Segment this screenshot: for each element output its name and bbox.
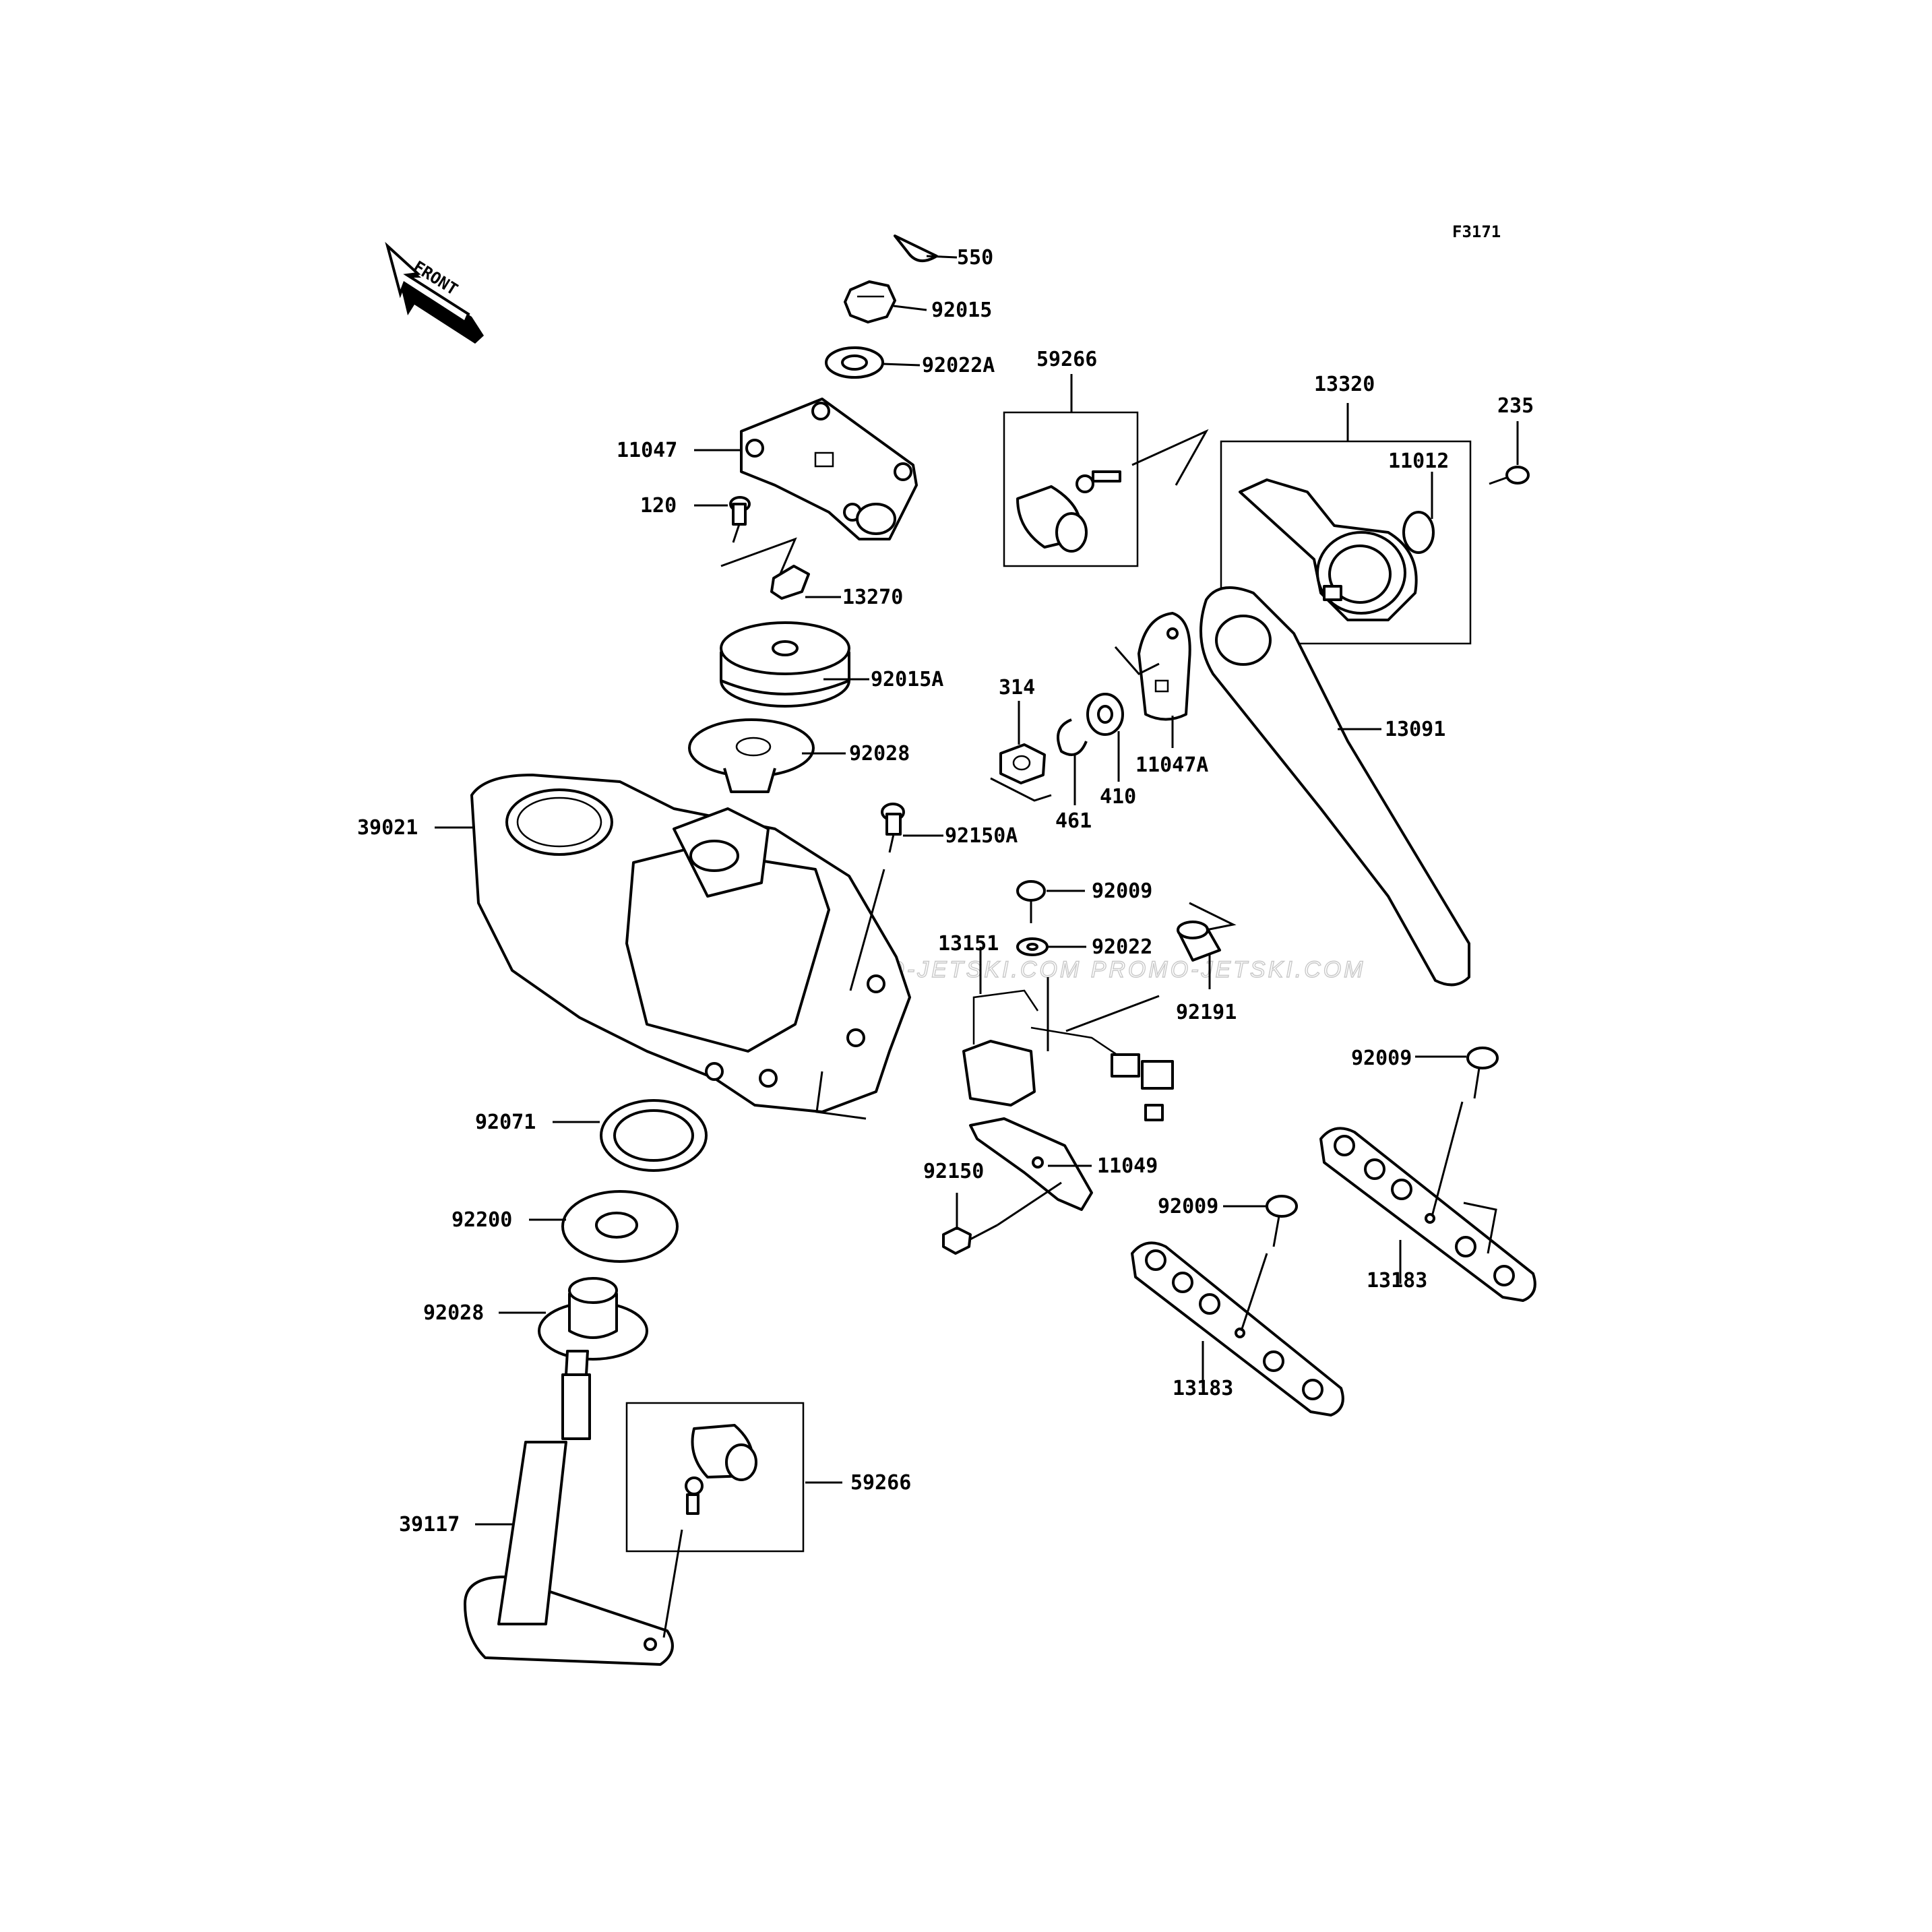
callout-235: 235 [1497, 394, 1534, 418]
bolt-92009-left [1223, 1195, 1298, 1332]
callout-11047a: 11047A [1135, 753, 1208, 777]
callout-59266-lower: 59266 [850, 1471, 911, 1495]
ball-joint-kit-59266-lower [625, 1402, 842, 1638]
callout-13151: 13151 [938, 932, 999, 956]
callout-13270: 13270 [842, 586, 903, 609]
cotter-pin-550 [894, 235, 958, 262]
steering-cable-assembly-13320 [1220, 403, 1472, 645]
bolt-120 [694, 496, 797, 587]
callout-39117: 39117 [399, 1513, 460, 1536]
callout-11012: 11012 [1388, 449, 1449, 473]
callout-92009-left: 92009 [1158, 1195, 1218, 1218]
callout-13320: 13320 [1314, 373, 1375, 396]
ball-joint-kit-59266-upper [1003, 374, 1209, 567]
figure-code: F3171 [1452, 222, 1501, 241]
front-direction-arrow: FRONT [385, 241, 484, 344]
clip-13270 [770, 565, 841, 600]
steering-housing-39021 [435, 774, 911, 1120]
steering-shaft-39117 [464, 1350, 674, 1666]
callout-13183-left: 13183 [1173, 1377, 1233, 1400]
callout-92191: 92191 [1176, 1001, 1237, 1024]
bushing-92028-lower [499, 1277, 648, 1361]
callout-13091: 13091 [1385, 718, 1445, 741]
callout-410: 410 [1100, 785, 1136, 809]
callout-92071: 92071 [475, 1111, 536, 1134]
bolt-92150a [849, 803, 943, 991]
steering-lever-13091 [1199, 586, 1470, 987]
bolt-92150 [942, 1181, 1062, 1255]
callout-92015: 92015 [931, 299, 992, 322]
washer-92022 [1016, 937, 1086, 956]
bolt-235 [1489, 421, 1530, 485]
plate-11047a [1114, 612, 1191, 748]
link-13183-left [1131, 1241, 1344, 1416]
washer-92022a [825, 346, 921, 379]
callout-92200: 92200 [451, 1208, 512, 1232]
washer-92200 [529, 1190, 679, 1263]
nut-314 [990, 701, 1052, 802]
callout-92022: 92022 [1092, 935, 1152, 959]
callout-92009-right: 92009 [1351, 1047, 1412, 1070]
bracket-11047 [694, 398, 918, 540]
bolt-92009-right [1415, 1047, 1499, 1217]
callout-92028-upper: 92028 [849, 742, 910, 766]
callout-13183-right: 13183 [1367, 1269, 1427, 1292]
callout-314: 314 [999, 676, 1035, 699]
damper-92015a [720, 621, 869, 708]
lock-washer-461 [1057, 718, 1088, 805]
castle-nut-92015 [844, 280, 927, 323]
callout-92009-sensor: 92009 [1092, 879, 1152, 903]
callout-550: 550 [957, 246, 993, 270]
bushing-92028-upper [688, 718, 846, 793]
callout-92150: 92150 [923, 1160, 984, 1183]
sensor-13151 [962, 947, 1174, 1121]
bracket-11049 [969, 1117, 1093, 1211]
callout-92015a: 92015A [871, 668, 943, 691]
link-13183-right [1319, 1127, 1536, 1302]
callout-11049: 11049 [1097, 1154, 1158, 1178]
washer-410 [1086, 693, 1124, 782]
callout-92150a: 92150A [945, 824, 1018, 848]
collar-92191 [1177, 902, 1237, 989]
callout-11047: 11047 [617, 439, 677, 462]
callout-120: 120 [640, 494, 677, 518]
bolt-92009-sensor [1016, 880, 1085, 923]
callout-92028-lower: 92028 [423, 1301, 484, 1325]
callout-461: 461 [1055, 809, 1092, 833]
callout-39021: 39021 [357, 816, 418, 840]
callout-59266-upper: 59266 [1036, 348, 1097, 371]
seal-92071 [553, 1099, 708, 1172]
callout-92022a: 92022A [922, 354, 995, 377]
callout-labels: 550 92015 92022A 11047 120 13270 92015A … [357, 246, 1534, 1536]
